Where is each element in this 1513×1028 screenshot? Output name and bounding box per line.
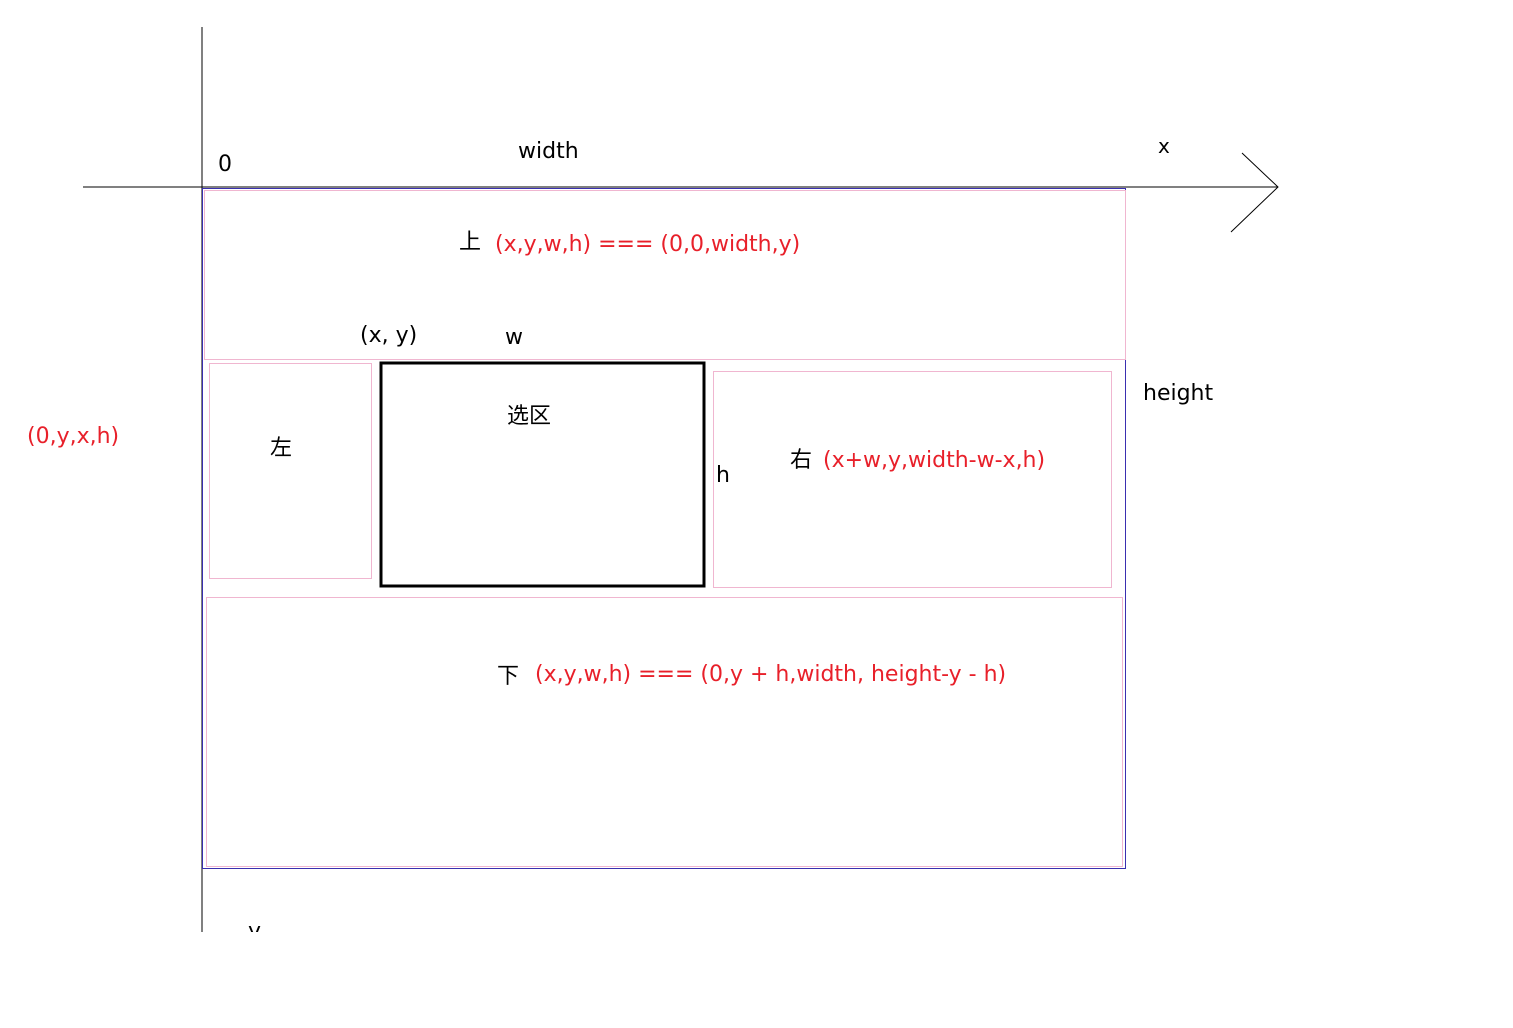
top-region-formula: (x,y,w,h) === (0,0,width,y) <box>495 232 801 257</box>
width-label: width <box>518 139 579 164</box>
height-label: height <box>1143 381 1214 406</box>
left-region <box>209 363 372 579</box>
left-region-formula: (0,y,x,h) <box>27 424 120 449</box>
x-axis-arrowhead <box>1230 152 1279 233</box>
right-region-formula: (x+w,y,width-w-x,h) <box>823 448 1046 473</box>
selection-title: 选区 <box>507 404 552 429</box>
selection-corner-label: (x, y) <box>360 323 418 348</box>
outer-frame <box>202 188 1126 869</box>
selection-w-label: w <box>505 325 523 350</box>
origin-label: 0 <box>218 152 232 177</box>
right-region-name: 右 <box>790 448 813 473</box>
bottom-region-name: 下 <box>497 664 520 689</box>
selection-h-label: h <box>716 463 730 488</box>
bottom-region-formula: (x,y,w,h) === (0,y + h,width, height-y -… <box>535 662 1007 687</box>
y-axis-label: y <box>248 919 262 932</box>
bottom-region <box>206 597 1123 867</box>
top-region <box>204 190 1126 360</box>
right-region <box>713 371 1112 588</box>
top-region-name: 上 <box>459 230 482 255</box>
left-region-name: 左 <box>270 436 293 461</box>
selection-rect <box>379 361 706 588</box>
x-axis-label: x <box>1158 134 1170 158</box>
